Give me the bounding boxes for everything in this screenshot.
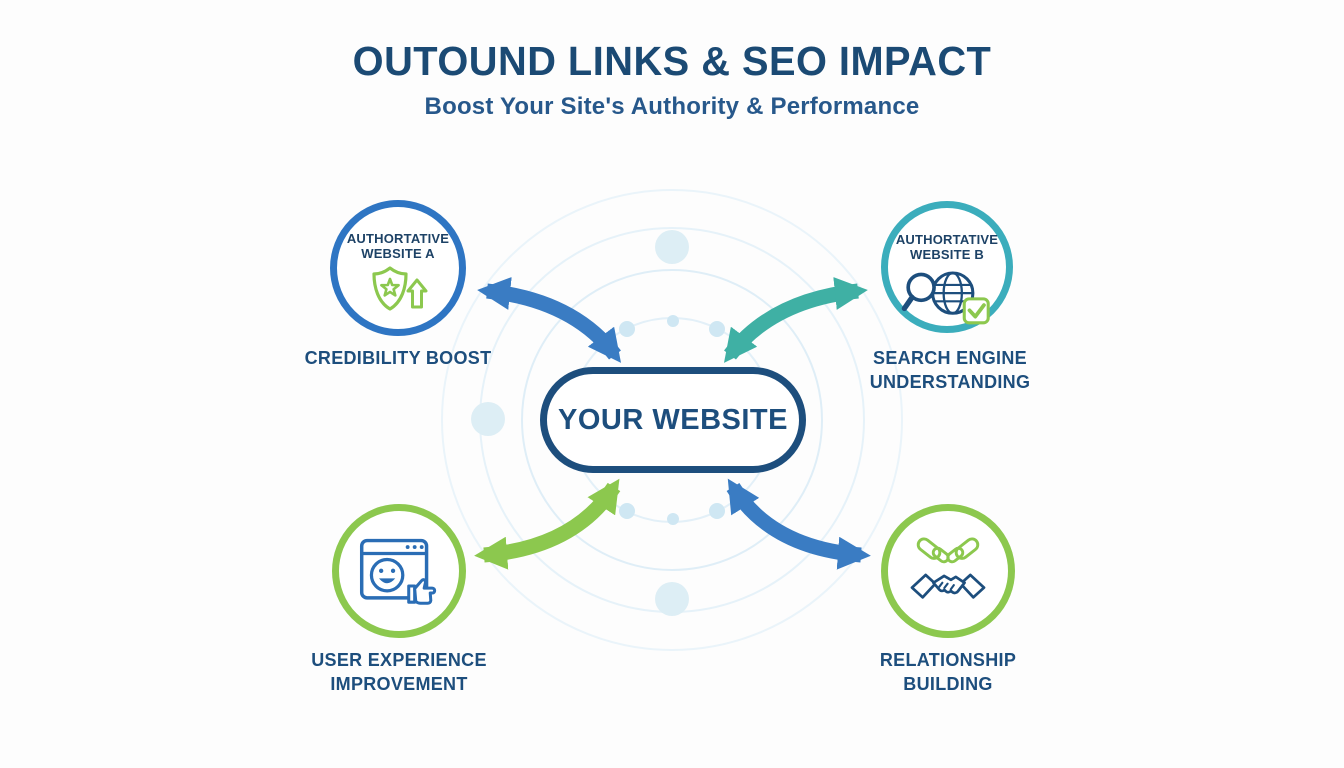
caption-line1: USER EXPERIENCE xyxy=(311,650,487,670)
node-circle-user-experience xyxy=(332,504,466,638)
node-circle-relationship xyxy=(881,504,1015,638)
search-globe-check-icon xyxy=(901,266,993,326)
caption-line2: IMPROVEMENT xyxy=(330,674,468,694)
node-circle-label-line2: WEBSITE B xyxy=(909,247,985,262)
arrow-top-left xyxy=(477,277,622,363)
caption-search-engine-understanding: SEARCH ENGINE UNDERSTANDING xyxy=(825,346,1075,394)
caption-relationship-building: RELATIONSHIP BUILDING xyxy=(823,648,1073,696)
caption-user-experience-improvement: USER EXPERIENCE IMPROVEMENT xyxy=(274,648,524,696)
chain-links xyxy=(916,537,980,564)
node-circle-label-line2: WEBSITE A xyxy=(361,246,435,261)
arrow-bottom-left xyxy=(474,478,621,570)
center-node-label: YOUR WEBSITE xyxy=(558,403,788,436)
node-circle-authoritative-website-a: AUTHORTATIVE WEBSITE A xyxy=(330,200,466,336)
browser-smiley-thumbs-up-icon xyxy=(359,537,439,609)
caption-line1: RELATIONSHIP xyxy=(879,650,1017,670)
decor-dots xyxy=(471,230,725,616)
page-title: OUTOUND LINKS & SEO IMPACT xyxy=(352,38,992,84)
node-circle-label-line1: AUTHORTATIVE xyxy=(346,231,450,246)
center-node-your-website: YOUR WEBSITE xyxy=(540,367,806,473)
header: OUTOUND LINKS & SEO IMPACT Boost Your Si… xyxy=(0,38,1344,121)
caption-credibility-boost: CREDIBILITY BOOST xyxy=(273,346,523,370)
node-circle-label-line1: AUTHORTATIVE xyxy=(895,232,999,247)
node-circle-authoritative-website-b: AUTHORTATIVE WEBSITE B xyxy=(881,201,1013,333)
page-subtitle: Boost Your Site's Authority & Performanc… xyxy=(424,93,920,120)
caption-line2: UNDERSTANDING xyxy=(869,372,1031,392)
shield-star-up-arrow-icon xyxy=(365,265,431,319)
caption-line2: BUILDING xyxy=(903,674,993,694)
caption-line1: CREDIBILITY BOOST xyxy=(304,348,492,368)
caption-line1: SEARCH ENGINE xyxy=(873,348,1027,368)
arrow-top-right xyxy=(723,277,868,363)
link-handshake-icon xyxy=(907,537,989,609)
handshake xyxy=(910,573,986,599)
arrow-bottom-right xyxy=(726,478,871,570)
